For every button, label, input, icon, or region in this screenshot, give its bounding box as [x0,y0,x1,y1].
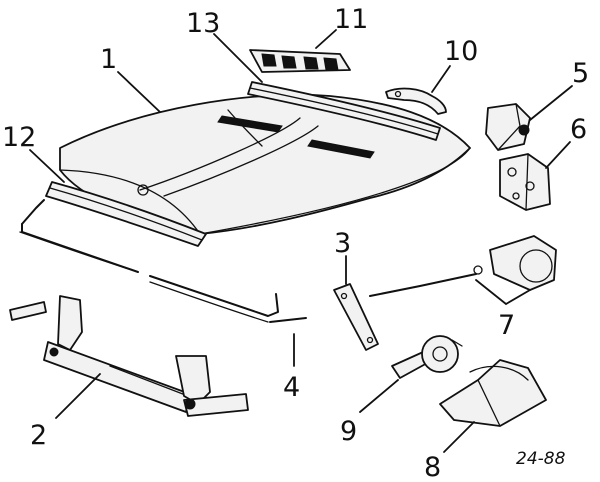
hood-latch-plate [499,153,551,211]
callout-12: 12 [2,122,36,153]
figure-code: 24-88 [516,449,566,469]
callout-9: 9 [340,416,357,447]
callout-4: 4 [283,372,300,403]
release-cable-latch [369,235,557,297]
callout-5: 5 [572,58,589,89]
hood-gas-spring [9,295,249,417]
callout-6: 6 [570,114,587,145]
hood-lock-body [439,359,547,427]
callout-10: 10 [444,36,478,67]
hood-hinge-bracket [485,103,531,151]
callout-labels: 1 2 3 4 5 6 7 8 9 10 11 12 13 [2,4,589,482]
hood-front-molding [247,81,441,141]
leader-lines [29,29,573,453]
callout-1: 1 [100,44,117,75]
hood-support-rod [19,199,307,323]
hood-lock-hook [385,87,447,115]
hood-hinge-arm [391,335,463,379]
callout-7: 7 [498,310,515,341]
callout-11: 11 [334,4,368,35]
hood-grille-insert [249,49,351,73]
callout-2: 2 [30,420,47,451]
callout-8: 8 [424,452,441,482]
callout-3: 3 [334,228,351,259]
callout-13: 13 [186,8,220,39]
lock-strap [333,283,379,351]
hood-rear-seal [45,181,207,247]
